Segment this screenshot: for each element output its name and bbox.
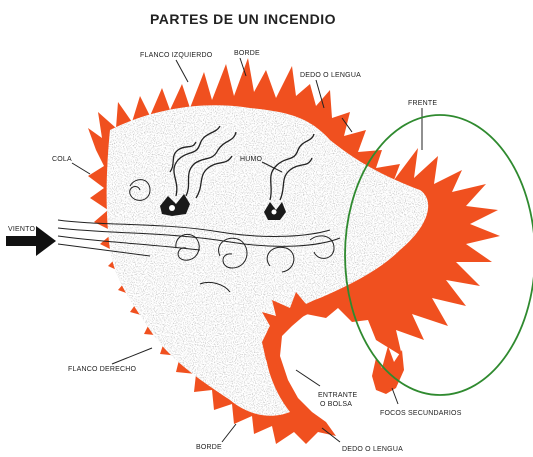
smoke-plumes bbox=[169, 125, 315, 201]
front-highlight-ellipse bbox=[344, 114, 533, 396]
wind-arrow-icon bbox=[6, 226, 56, 256]
inner-bolsa-flames bbox=[262, 292, 320, 372]
label-viento: VIENTO bbox=[8, 226, 36, 233]
label-focos-secundarios: FOCOS SECUNDARIOS bbox=[380, 410, 462, 417]
label-entrante: ENTRANTE bbox=[318, 392, 358, 399]
label-flanco-izquierdo: FLANCO IZQUIERDO bbox=[140, 52, 213, 59]
leader-lines bbox=[71, 57, 423, 443]
label-dedo-lengua-bottom: DEDO O LENGUA bbox=[342, 446, 403, 453]
diagram-title: PARTES DE UN INCENDIO bbox=[150, 11, 337, 27]
label-flanco-derecho: FLANCO DERECHO bbox=[68, 366, 137, 373]
label-cola: COLA bbox=[52, 156, 72, 163]
wind-swirls bbox=[57, 179, 341, 293]
label-o-bolsa: O BOLSA bbox=[320, 401, 353, 408]
label-frente: FRENTE bbox=[408, 100, 438, 107]
label-humo: HUMO bbox=[240, 156, 263, 163]
label-borde-bottom: BORDE bbox=[196, 444, 222, 451]
secondary-spot-fires bbox=[372, 346, 404, 394]
label-dedo-lengua-top: DEDO O LENGUA bbox=[300, 72, 361, 79]
fire-sources bbox=[160, 194, 286, 220]
label-borde-top: BORDE bbox=[234, 50, 260, 57]
